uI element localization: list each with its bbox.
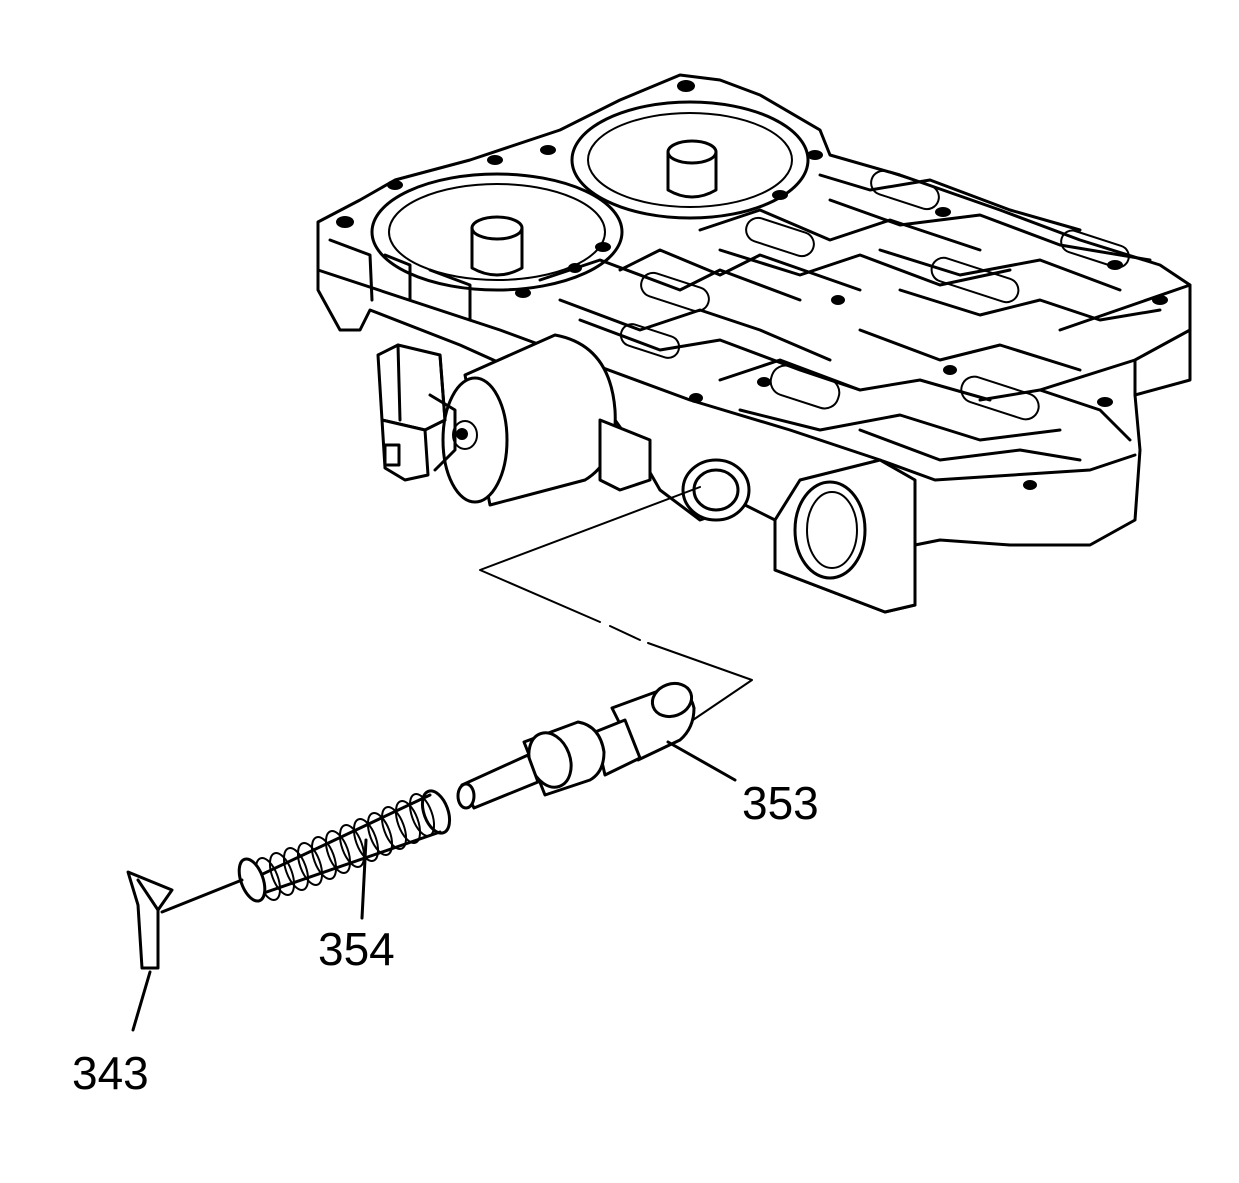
callout-343: 343 [72, 1047, 149, 1099]
valve-bore-port [681, 458, 751, 522]
right-side-face [1038, 283, 1192, 397]
spring-coils [254, 793, 436, 901]
leader-353 [666, 740, 737, 782]
assembly-path-line [479, 486, 753, 723]
solenoid-face [441, 376, 509, 504]
fluid-channels [538, 169, 1162, 462]
callout-353: 353 [742, 777, 819, 829]
front-boss [773, 458, 917, 614]
spring-354 [237, 789, 452, 903]
valve-spool-353 [456, 681, 696, 810]
callout-leaders [131, 740, 737, 1032]
callout-354: 354 [318, 923, 395, 975]
bore-right-inner [587, 112, 793, 208]
solenoid-bracket [598, 418, 652, 492]
leader-354 [360, 838, 368, 920]
valve-body-housing [316, 73, 1192, 614]
solenoid [376, 333, 652, 507]
post-left [470, 215, 524, 277]
bore-left-inner [388, 183, 606, 281]
retainer-pin-343 [126, 870, 244, 970]
top-face-edge [316, 268, 1137, 482]
leader-343 [131, 970, 152, 1032]
bolt-holes [336, 80, 1168, 490]
solenoid-connector [376, 343, 447, 432]
post-right [666, 139, 718, 199]
left-end-pocket [328, 238, 472, 322]
